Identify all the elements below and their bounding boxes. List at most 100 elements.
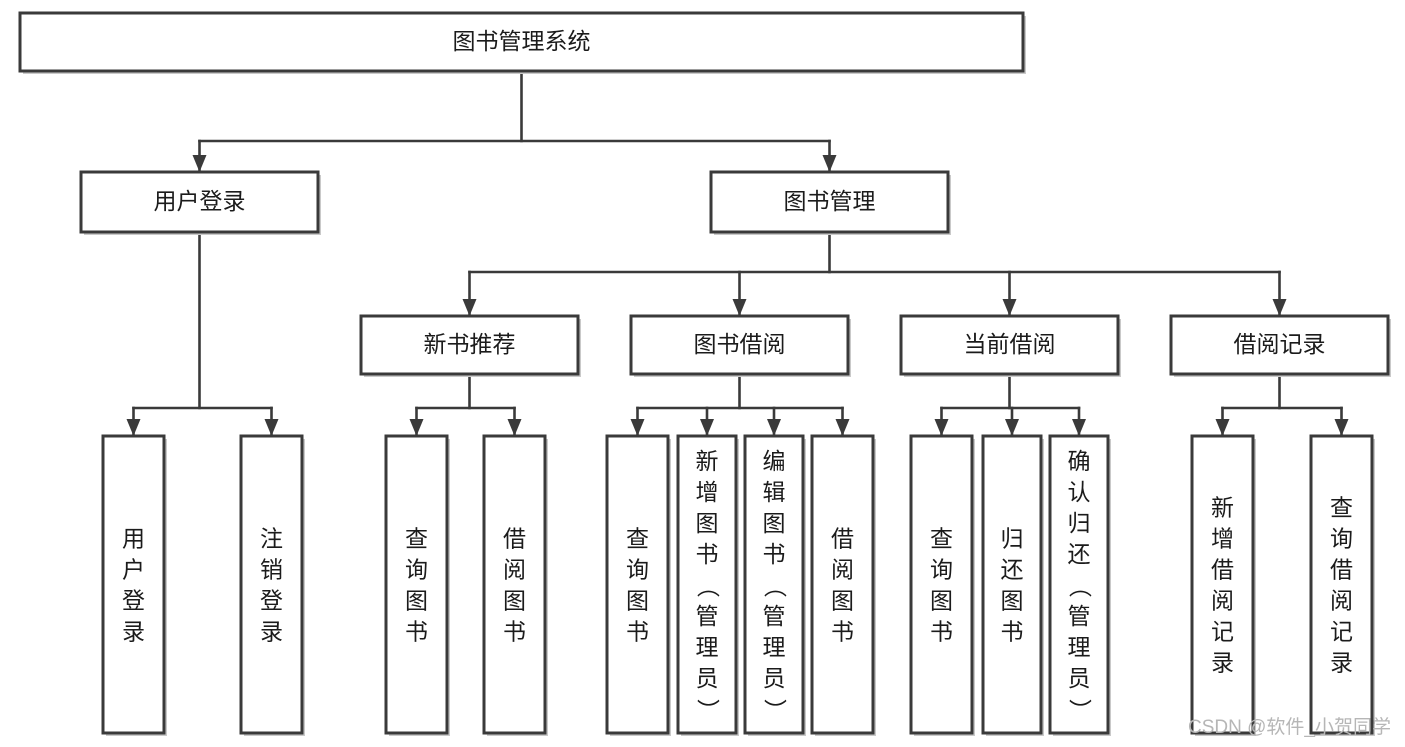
node-label-char: 书 (831, 619, 854, 645)
node-box[interactable] (18, 11, 1025, 73)
node-label-char: （ (762, 575, 788, 598)
node-label-char: 查 (626, 526, 649, 552)
node-label-char: 理 (763, 634, 786, 660)
node-label-char: 书 (930, 619, 953, 645)
node-label-char: 录 (1211, 650, 1234, 676)
connector-arrowhead (507, 419, 522, 436)
node-label: 新书推荐 (424, 331, 516, 357)
node-box[interactable] (676, 434, 738, 735)
node-label-char: 认 (1068, 479, 1091, 505)
node-box[interactable] (629, 314, 850, 376)
node-label-char: 录 (122, 619, 145, 645)
edges-layer (126, 69, 1349, 437)
connector-arrowhead (264, 419, 279, 436)
node-label: 当前借阅 (964, 331, 1056, 357)
node-label-char: 理 (696, 634, 719, 660)
connector-arrowhead (192, 155, 207, 172)
node-leaf-user-login[interactable]: 用户登录 (101, 434, 167, 736)
node-label-char: 员 (696, 665, 719, 691)
node-label-char: 新 (1211, 495, 1234, 521)
node-box[interactable] (239, 434, 304, 735)
node-book-borrow[interactable]: 图书借阅 (629, 314, 851, 377)
node-label-char: 确 (1068, 448, 1091, 474)
node-label-char: 增 (696, 479, 719, 505)
node-label-char: 户 (122, 557, 145, 583)
node-label-char: 归 (1068, 510, 1091, 536)
node-label-char: 阅 (503, 557, 526, 583)
node-box[interactable] (743, 434, 805, 735)
node-label-char: 员 (1068, 665, 1091, 691)
node-label-char: 书 (405, 619, 428, 645)
node-label-char: 编 (763, 448, 786, 474)
node-label-char: 记 (1211, 619, 1234, 645)
node-current-borrow[interactable]: 当前借阅 (899, 314, 1121, 377)
csdn-watermark: CSDN @软件_小贺同学 (1188, 717, 1391, 738)
node-borrow-record[interactable]: 借阅记录 (1169, 314, 1391, 377)
node-label-char: 录 (260, 619, 283, 645)
node-box[interactable] (384, 434, 449, 735)
node-label-char: 管 (696, 603, 719, 629)
connector-arrowhead (1002, 299, 1017, 316)
node-label-char: 询 (405, 557, 428, 583)
node-label-char: 书 (696, 541, 719, 567)
node-box[interactable] (981, 434, 1043, 735)
node-book-management[interactable]: 图书管理 (709, 170, 951, 235)
node-box[interactable] (482, 434, 547, 735)
node-box[interactable] (79, 170, 320, 234)
connector-arrowhead (732, 299, 747, 316)
node-label-char: 登 (260, 588, 283, 614)
node-label-char: 图 (831, 588, 854, 614)
node-label-char: 查 (1330, 495, 1353, 521)
node-label-char: 书 (503, 619, 526, 645)
node-box[interactable] (1169, 314, 1390, 376)
node-new-book-recommend[interactable]: 新书推荐 (359, 314, 581, 377)
node-label-char: 借 (503, 526, 526, 552)
node-box[interactable] (709, 170, 950, 234)
node-label-char: 管 (1068, 603, 1091, 629)
node-label-char: 书 (1001, 619, 1024, 645)
node-root[interactable]: 图书管理系统 (18, 11, 1026, 74)
node-label-char: 询 (1330, 526, 1353, 552)
node-label-char: （ (695, 575, 721, 598)
node-label-char: 登 (122, 588, 145, 614)
node-box[interactable] (359, 314, 580, 376)
node-label-char: 销 (260, 557, 283, 583)
node-label-char: 图 (626, 588, 649, 614)
node-user-login[interactable]: 用户登录 (79, 170, 321, 235)
node-label-char: 还 (1068, 541, 1091, 567)
node-label-char: 图 (696, 510, 719, 536)
node-label-char: 借 (831, 526, 854, 552)
node-box[interactable] (1048, 434, 1110, 735)
node-label-char: 辑 (763, 479, 786, 505)
node-box[interactable] (909, 434, 974, 735)
nodes-layer: 图书管理系统用户登录图书管理新书推荐图书借阅当前借阅借阅记录用户登录注销登录查询… (18, 11, 1391, 736)
node-box[interactable] (810, 434, 875, 735)
node-label: 图书借阅 (694, 331, 786, 357)
node-box[interactable] (899, 314, 1120, 376)
node-label-char: ） (762, 699, 788, 722)
node-label: 用户登录 (154, 188, 246, 214)
node-box[interactable] (1190, 434, 1255, 735)
connector-arrowhead (1005, 419, 1019, 436)
node-box[interactable] (101, 434, 166, 735)
node-box[interactable] (605, 434, 670, 735)
node-label: 借阅记录 (1234, 331, 1326, 357)
connector-arrowhead (462, 299, 477, 316)
node-label: 图书管理系统 (453, 28, 591, 54)
node-label-char: 新 (696, 448, 719, 474)
node-box[interactable] (1309, 434, 1374, 735)
node-label-char: 查 (930, 526, 953, 552)
